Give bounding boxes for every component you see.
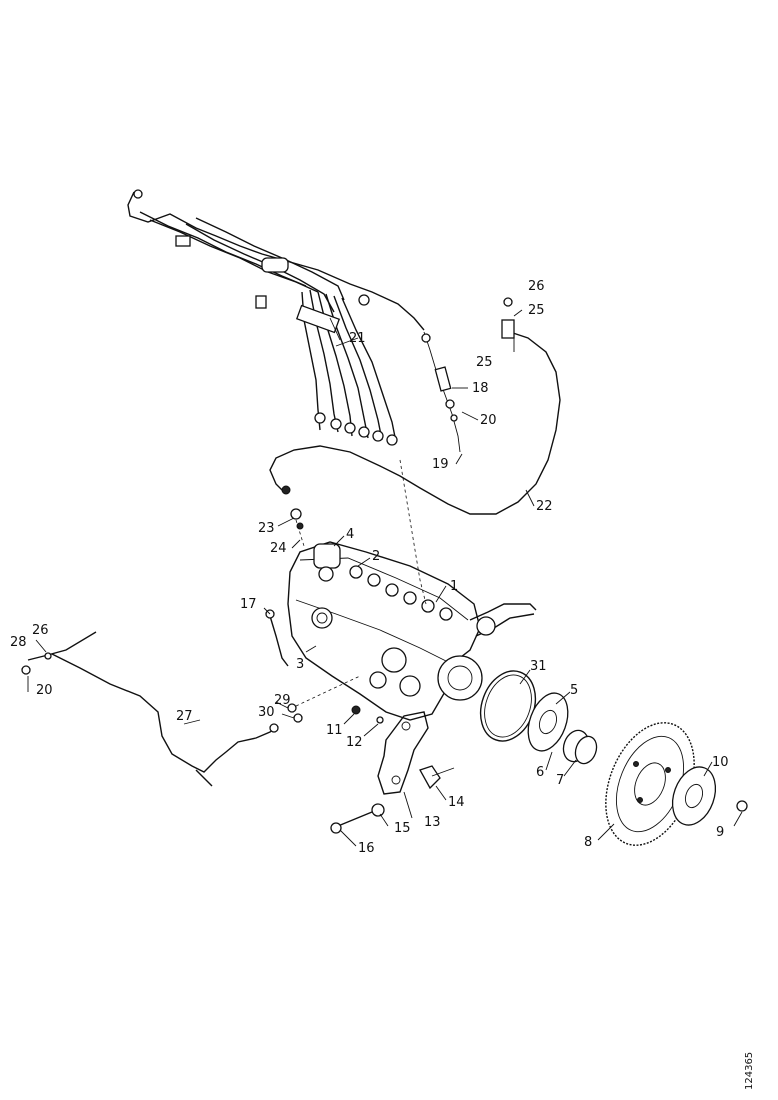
callout-labels: 21 26 25 25 18 20 19 22 23 24 4 2 1 17 3… — [10, 279, 729, 856]
callout-22: 22 — [536, 499, 553, 514]
callout-18: 18 — [472, 381, 489, 396]
callout-27: 27 — [176, 709, 193, 724]
callout-13: 13 — [424, 815, 441, 830]
callout-31: 31 — [530, 659, 547, 674]
callout-30: 30 — [258, 705, 275, 720]
callout-26: 26 — [528, 279, 545, 294]
drawing-reference-number: 124365 — [744, 1051, 755, 1090]
callout-8: 8 — [584, 835, 592, 850]
callout-5: 5 — [570, 683, 578, 698]
callout-1: 1 — [450, 579, 458, 594]
callout-12: 12 — [346, 735, 363, 750]
callout-23: 23 — [258, 521, 275, 536]
callout-7: 7 — [556, 773, 564, 788]
callout-17: 17 — [240, 597, 257, 612]
callout-6: 6 — [536, 765, 544, 780]
callout-25: 25 — [476, 355, 493, 370]
callout-3: 3 — [296, 657, 304, 672]
injection-pump — [287, 459, 537, 721]
callout-16: 16 — [358, 841, 375, 856]
banjo-fitting — [290, 508, 305, 547]
callout-2: 2 — [372, 549, 380, 564]
callout-21: 21 — [349, 331, 366, 346]
callout-20: 20 — [480, 413, 497, 428]
callout-29: 29 — [274, 693, 291, 708]
callout-4: 4 — [346, 527, 354, 542]
callout-15: 15 — [394, 821, 411, 836]
timer-gear-assembly — [479, 670, 748, 846]
callout-25: 25 — [528, 303, 545, 318]
gasket — [484, 674, 532, 738]
throttle-rod — [21, 631, 279, 787]
callout-24: 24 — [270, 541, 287, 556]
callout-14: 14 — [448, 795, 465, 810]
callout-28: 28 — [10, 635, 27, 650]
callout-19: 19 — [432, 457, 449, 472]
callout-11: 11 — [326, 723, 343, 738]
callout-20: 20 — [36, 683, 53, 698]
callout-9: 9 — [716, 825, 724, 840]
leader-lines — [27, 309, 743, 847]
return-line — [269, 297, 561, 515]
callout-26: 26 — [32, 623, 49, 638]
leak-off-line — [421, 331, 461, 453]
injection-lines — [127, 189, 425, 446]
pump-bracket — [265, 609, 455, 834]
callout-10: 10 — [712, 755, 729, 770]
